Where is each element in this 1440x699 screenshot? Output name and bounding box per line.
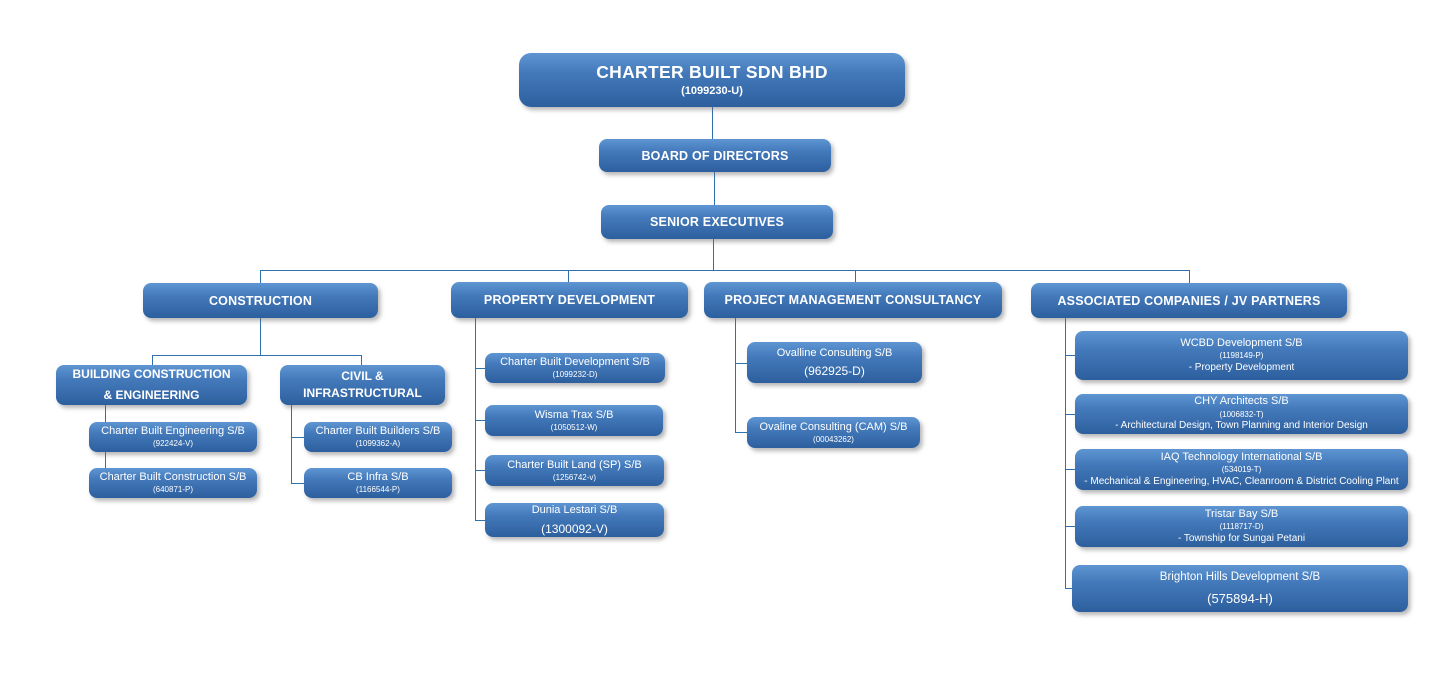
connector-company-board [712, 107, 713, 139]
connector-construction-bar [152, 355, 362, 356]
subsidiary-name: Charter Built Development S/B [500, 356, 650, 369]
subsidiary-name: Dunia Lestari S/B [531, 504, 618, 517]
connector-stub [475, 470, 485, 471]
connector-drop-associated [1189, 270, 1190, 283]
connector-stub [1065, 414, 1075, 415]
org-node-dunia-lestari: Dunia Lestari S/B (1300092-V) [485, 503, 664, 537]
board-label: BOARD OF DIRECTORS [641, 148, 789, 163]
connector-senior-trunk [713, 239, 714, 270]
company-reg-no: (1099230-U) [681, 84, 743, 97]
subsidiary-reg-no: (575894-H) [1207, 590, 1273, 606]
subsidiary-name: WCBD Development S/B [1180, 336, 1303, 349]
org-node-property-development: PROPERTY DEVELOPMENT [451, 282, 688, 318]
org-node-construction: CONSTRUCTION [143, 283, 378, 318]
connector-board-senior [714, 172, 715, 205]
org-node-charter-built-builders: Charter Built Builders S/B (1099362-A) [304, 422, 452, 452]
org-node-building-construction: BUILDING CONSTRUCTION & ENGINEERING [56, 365, 247, 405]
subsidiary-name: Charter Built Construction S/B [99, 471, 247, 484]
subsidiary-name: IAQ Technology International S/B [1160, 450, 1323, 463]
connector-stub [475, 420, 485, 421]
org-node-project-management-consultancy: PROJECT MANAGEMENT CONSULTANCY [704, 282, 1002, 318]
connector-drop-building [152, 355, 153, 365]
org-node-ovalline-consulting: Ovalline Consulting S/B (962925-D) [747, 342, 922, 383]
subsidiary-reg-no: (1099232-D) [552, 370, 598, 380]
civil-label-line1: CIVIL & [341, 368, 384, 383]
org-node-civil-infrastructural: CIVIL & INFRASTRUCTURAL [280, 365, 445, 405]
connector-pmc-children [735, 318, 736, 433]
org-node-charter-built-development: Charter Built Development S/B (1099232-D… [485, 353, 665, 383]
subsidiary-description: - Property Development [1188, 361, 1295, 373]
subsidiary-reg-no: (922424-V) [152, 439, 194, 449]
subsidiary-reg-no: (534019-T) [1221, 465, 1262, 475]
org-node-board-of-directors: BOARD OF DIRECTORS [599, 139, 831, 172]
subsidiary-reg-no: (00043262) [813, 434, 854, 444]
org-node-charter-built-land: Charter Built Land (SP) S/B (1256742-v) [485, 455, 664, 486]
subsidiary-name: Ovalline Consulting S/B [776, 346, 893, 359]
org-node-senior-executives: SENIOR EXECUTIVES [601, 205, 833, 239]
subsidiary-reg-no: (1099362-A) [355, 439, 401, 449]
connector-stub [1065, 355, 1075, 356]
subsidiary-description: - Architectural Design, Town Planning an… [1115, 420, 1368, 432]
connector-stub [1065, 526, 1075, 527]
subsidiary-name: Charter Built Builders S/B [315, 425, 441, 438]
org-node-wisma-trax: Wisma Trax S/B (1050512-W) [485, 405, 663, 436]
property-development-label: PROPERTY DEVELOPMENT [483, 293, 656, 307]
connector-trunk [260, 270, 1190, 271]
org-node-iaq-technology: IAQ Technology International S/B (534019… [1075, 449, 1408, 490]
subsidiary-name: Brighton Hills Development S/B [1159, 570, 1321, 583]
building-construction-label-line2: & ENGINEERING [103, 387, 200, 402]
associated-companies-label: ASSOCIATED COMPANIES / JV PARTNERS [1057, 293, 1321, 308]
company-name: CHARTER BUILT SDN BHD [596, 62, 828, 83]
connector-drop-property [568, 270, 569, 283]
subsidiary-reg-no: (1198149-P) [1219, 351, 1264, 361]
connector-stub [735, 363, 747, 364]
org-node-wcbd-development: WCBD Development S/B (1198149-P) - Prope… [1075, 331, 1408, 380]
connector-property-children [475, 318, 476, 520]
subsidiary-reg-no: (640871-P) [152, 485, 194, 495]
subsidiary-name: Ovaline Consulting (CAM) S/B [759, 420, 908, 433]
connector-stub [291, 437, 304, 438]
subsidiary-name: Wisma Trax S/B [534, 408, 614, 421]
connector-construction-split [260, 318, 261, 355]
civil-label-line2: INFRASTRUCTURAL [303, 385, 422, 400]
connector-drop-pmc [855, 270, 856, 283]
connector-drop-construction [260, 270, 261, 283]
subsidiary-name: CHY Architects S/B [1194, 395, 1289, 408]
connector-stub [1065, 469, 1075, 470]
subsidiary-reg-no: (1006832-T) [1219, 409, 1264, 419]
pmc-label: PROJECT MANAGEMENT CONSULTANCY [724, 293, 982, 307]
subsidiary-reg-no: (1166544-P) [356, 485, 400, 495]
building-construction-label-line1: BUILDING CONSTRUCTION [72, 366, 231, 381]
subsidiary-reg-no: (1300092-V) [541, 521, 608, 536]
subsidiary-name: Charter Built Land (SP) S/B [507, 458, 642, 471]
subsidiary-reg-no: (1256742-v) [552, 472, 597, 482]
org-node-cb-infra: CB Infra S/B (1166544-P) [304, 468, 452, 498]
connector-stub [291, 483, 304, 484]
connector-stub [475, 368, 485, 369]
connector-associated-children [1065, 318, 1066, 589]
connector-stub [1065, 588, 1072, 589]
org-node-charter-built-construction: Charter Built Construction S/B (640871-P… [89, 468, 257, 498]
connector-drop-civil [361, 355, 362, 365]
subsidiary-name: Charter Built Engineering S/B [101, 425, 245, 438]
org-node-company: CHARTER BUILT SDN BHD (1099230-U) [519, 53, 905, 107]
subsidiary-name: CB Infra S/B [347, 471, 409, 484]
subsidiary-reg-no: (962925-D) [804, 364, 865, 378]
org-node-ovaline-consulting-cam: Ovaline Consulting (CAM) S/B (00043262) [747, 417, 920, 448]
subsidiary-reg-no: (1050512-W) [550, 422, 598, 432]
connector-stub [475, 520, 485, 521]
org-node-associated-companies: ASSOCIATED COMPANIES / JV PARTNERS [1031, 283, 1347, 318]
subsidiary-reg-no: (1118717-D) [1219, 522, 1264, 532]
connector-stub [735, 432, 747, 433]
org-node-tristar-bay: Tristar Bay S/B (1118717-D) - Township f… [1075, 506, 1408, 547]
subsidiary-name: Tristar Bay S/B [1204, 507, 1279, 520]
org-node-charter-built-engineering: Charter Built Engineering S/B (922424-V) [89, 422, 257, 452]
org-node-brighton-hills: Brighton Hills Development S/B (575894-H… [1072, 565, 1408, 612]
senior-executives-label: SENIOR EXECUTIVES [650, 215, 784, 229]
subsidiary-description: - Township for Sungai Petani [1177, 532, 1306, 544]
subsidiary-description: - Mechanical & Engineering, HVAC, Cleanr… [1084, 475, 1399, 487]
org-node-chy-architects: CHY Architects S/B (1006832-T) - Archite… [1075, 394, 1408, 434]
construction-label: CONSTRUCTION [208, 293, 313, 308]
connector-civil-children [291, 405, 292, 483]
